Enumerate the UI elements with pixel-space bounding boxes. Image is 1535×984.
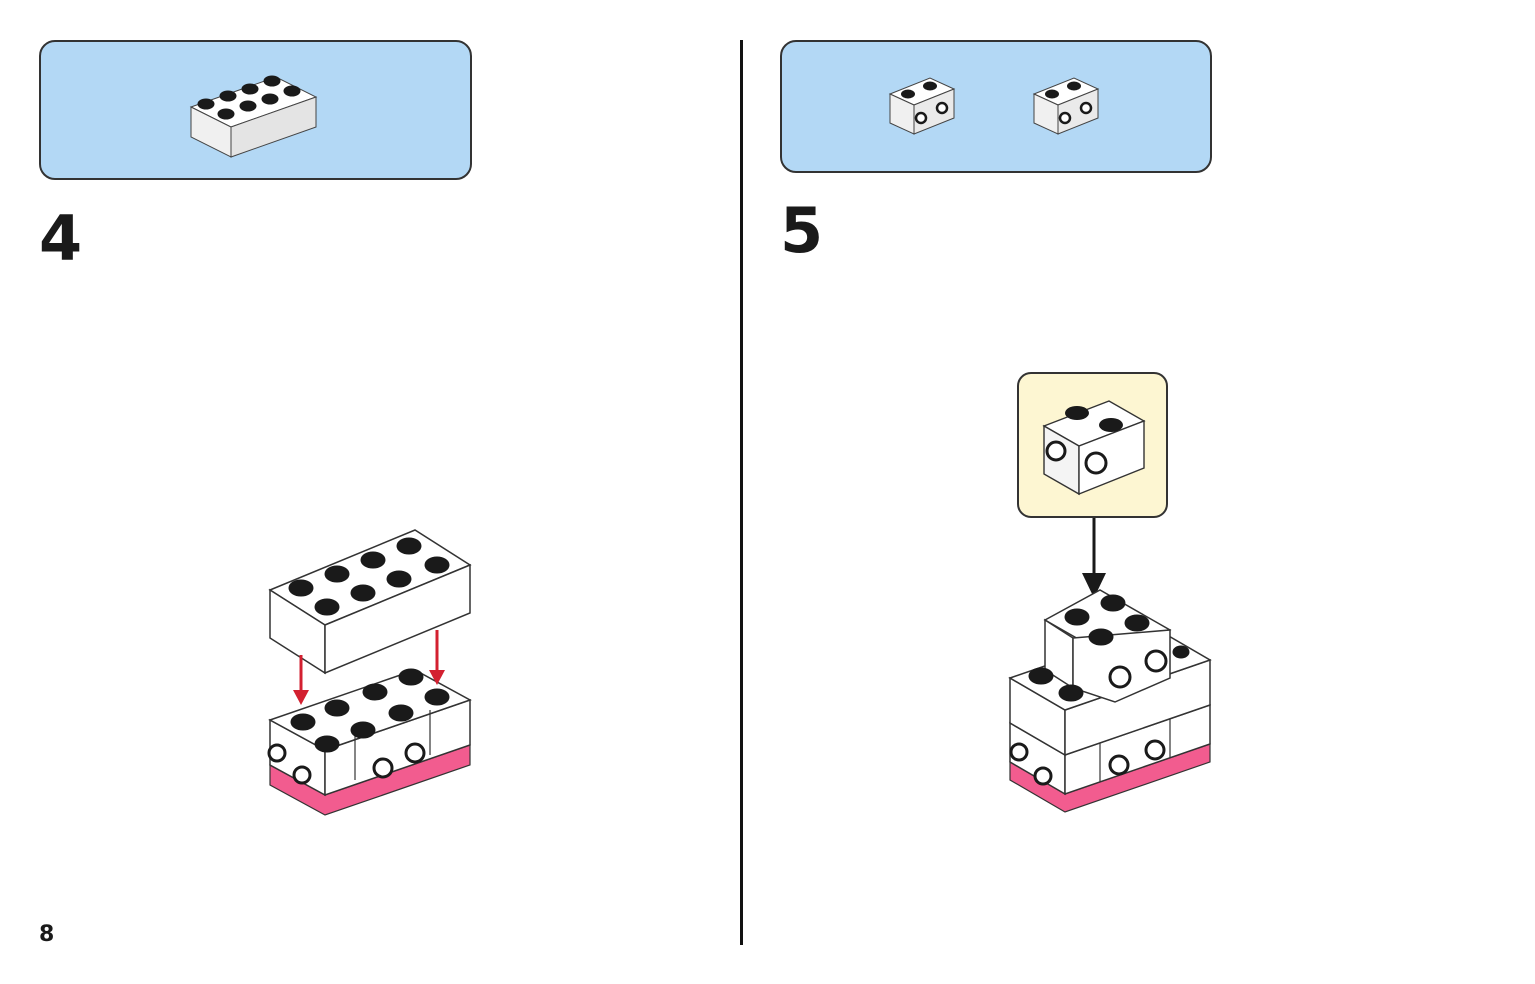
page-number: 8 [39, 922, 55, 947]
red-arrows [293, 630, 445, 705]
step4-parts-box [39, 40, 472, 180]
brick-1x2-side-studs-icon [1042, 400, 1146, 496]
brick-2x4-icon [189, 75, 318, 158]
step5-parts-box [780, 40, 1212, 173]
step5-callout-box [1017, 372, 1168, 518]
brick-1x2-side-studs-icon [888, 77, 956, 135]
brick-1x2-side-studs-icon [1032, 77, 1100, 135]
step-number-4: 4 [39, 202, 83, 275]
step5-assembly-illustration [1008, 589, 1212, 813]
page-divider [740, 40, 743, 945]
step4-assembly-illustration [267, 529, 472, 816]
black-arrow [1082, 518, 1106, 598]
step-number-5: 5 [780, 194, 824, 267]
